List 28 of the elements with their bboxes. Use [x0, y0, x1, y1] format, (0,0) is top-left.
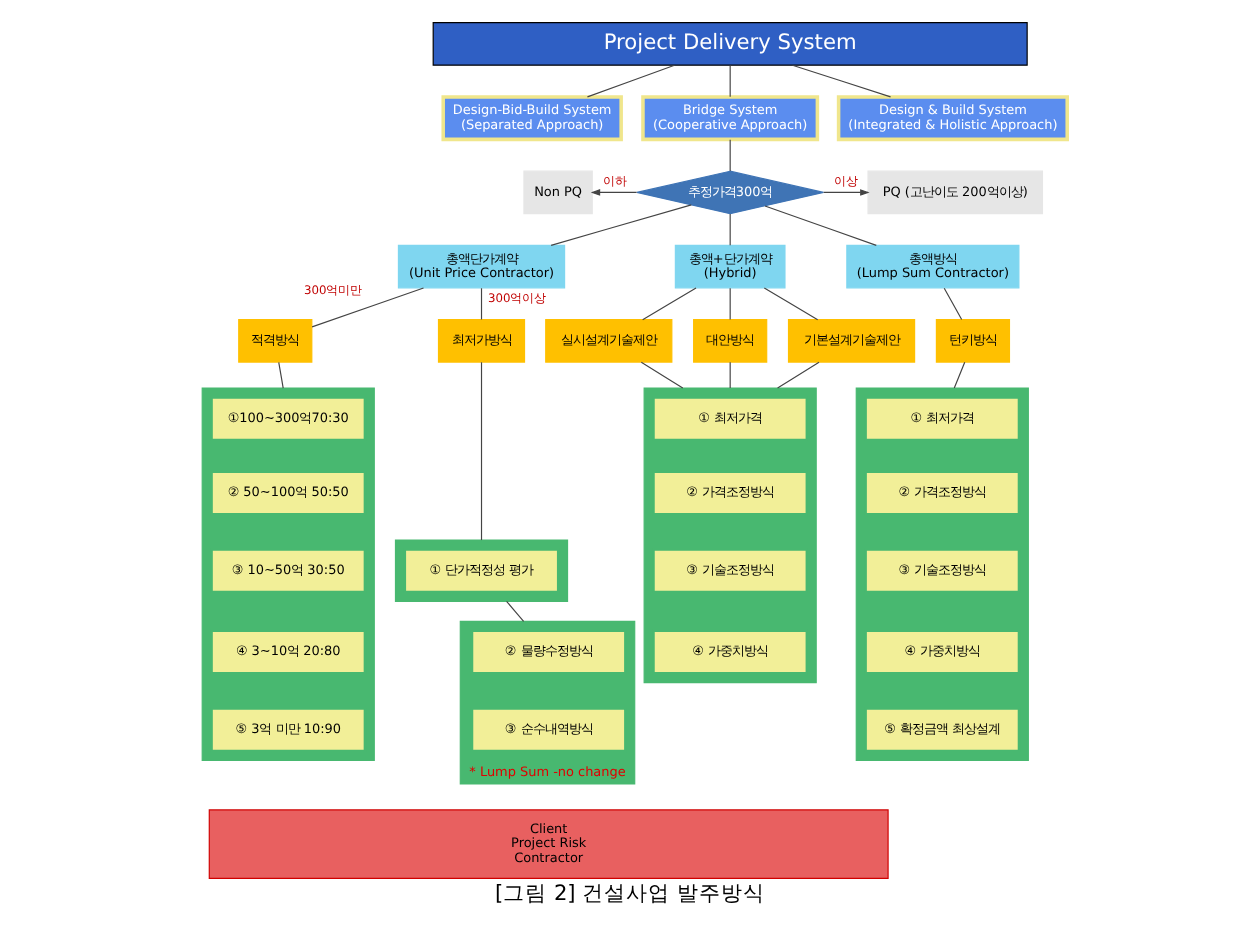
- cluster: [642, 386, 816, 683]
- connector: [728, 138, 730, 171]
- connector: [585, 63, 675, 97]
- cluster: [200, 386, 374, 761]
- connector: [790, 63, 891, 97]
- arrow: [589, 188, 637, 195]
- connector: [942, 286, 962, 320]
- cluster: [854, 386, 1028, 761]
- connector: [505, 599, 524, 621]
- connector: [728, 360, 730, 388]
- connector: [549, 203, 691, 245]
- arrow: [822, 188, 869, 195]
- connector: [952, 360, 965, 388]
- connector: [310, 286, 424, 327]
- connector: [762, 286, 818, 320]
- cluster: [393, 538, 568, 601]
- node-box: Project Delivery System: [431, 21, 1027, 65]
- connector: [728, 63, 730, 97]
- connector: [728, 286, 730, 320]
- connector: [277, 360, 283, 388]
- connector: [479, 286, 482, 320]
- caption: [그림 2] 건설사업 발주방식: [493, 880, 765, 905]
- connector: [639, 360, 683, 388]
- connector: [479, 360, 482, 540]
- connector: [763, 204, 876, 245]
- connector: [728, 212, 730, 245]
- connector: [776, 360, 819, 388]
- connector: [641, 286, 696, 320]
